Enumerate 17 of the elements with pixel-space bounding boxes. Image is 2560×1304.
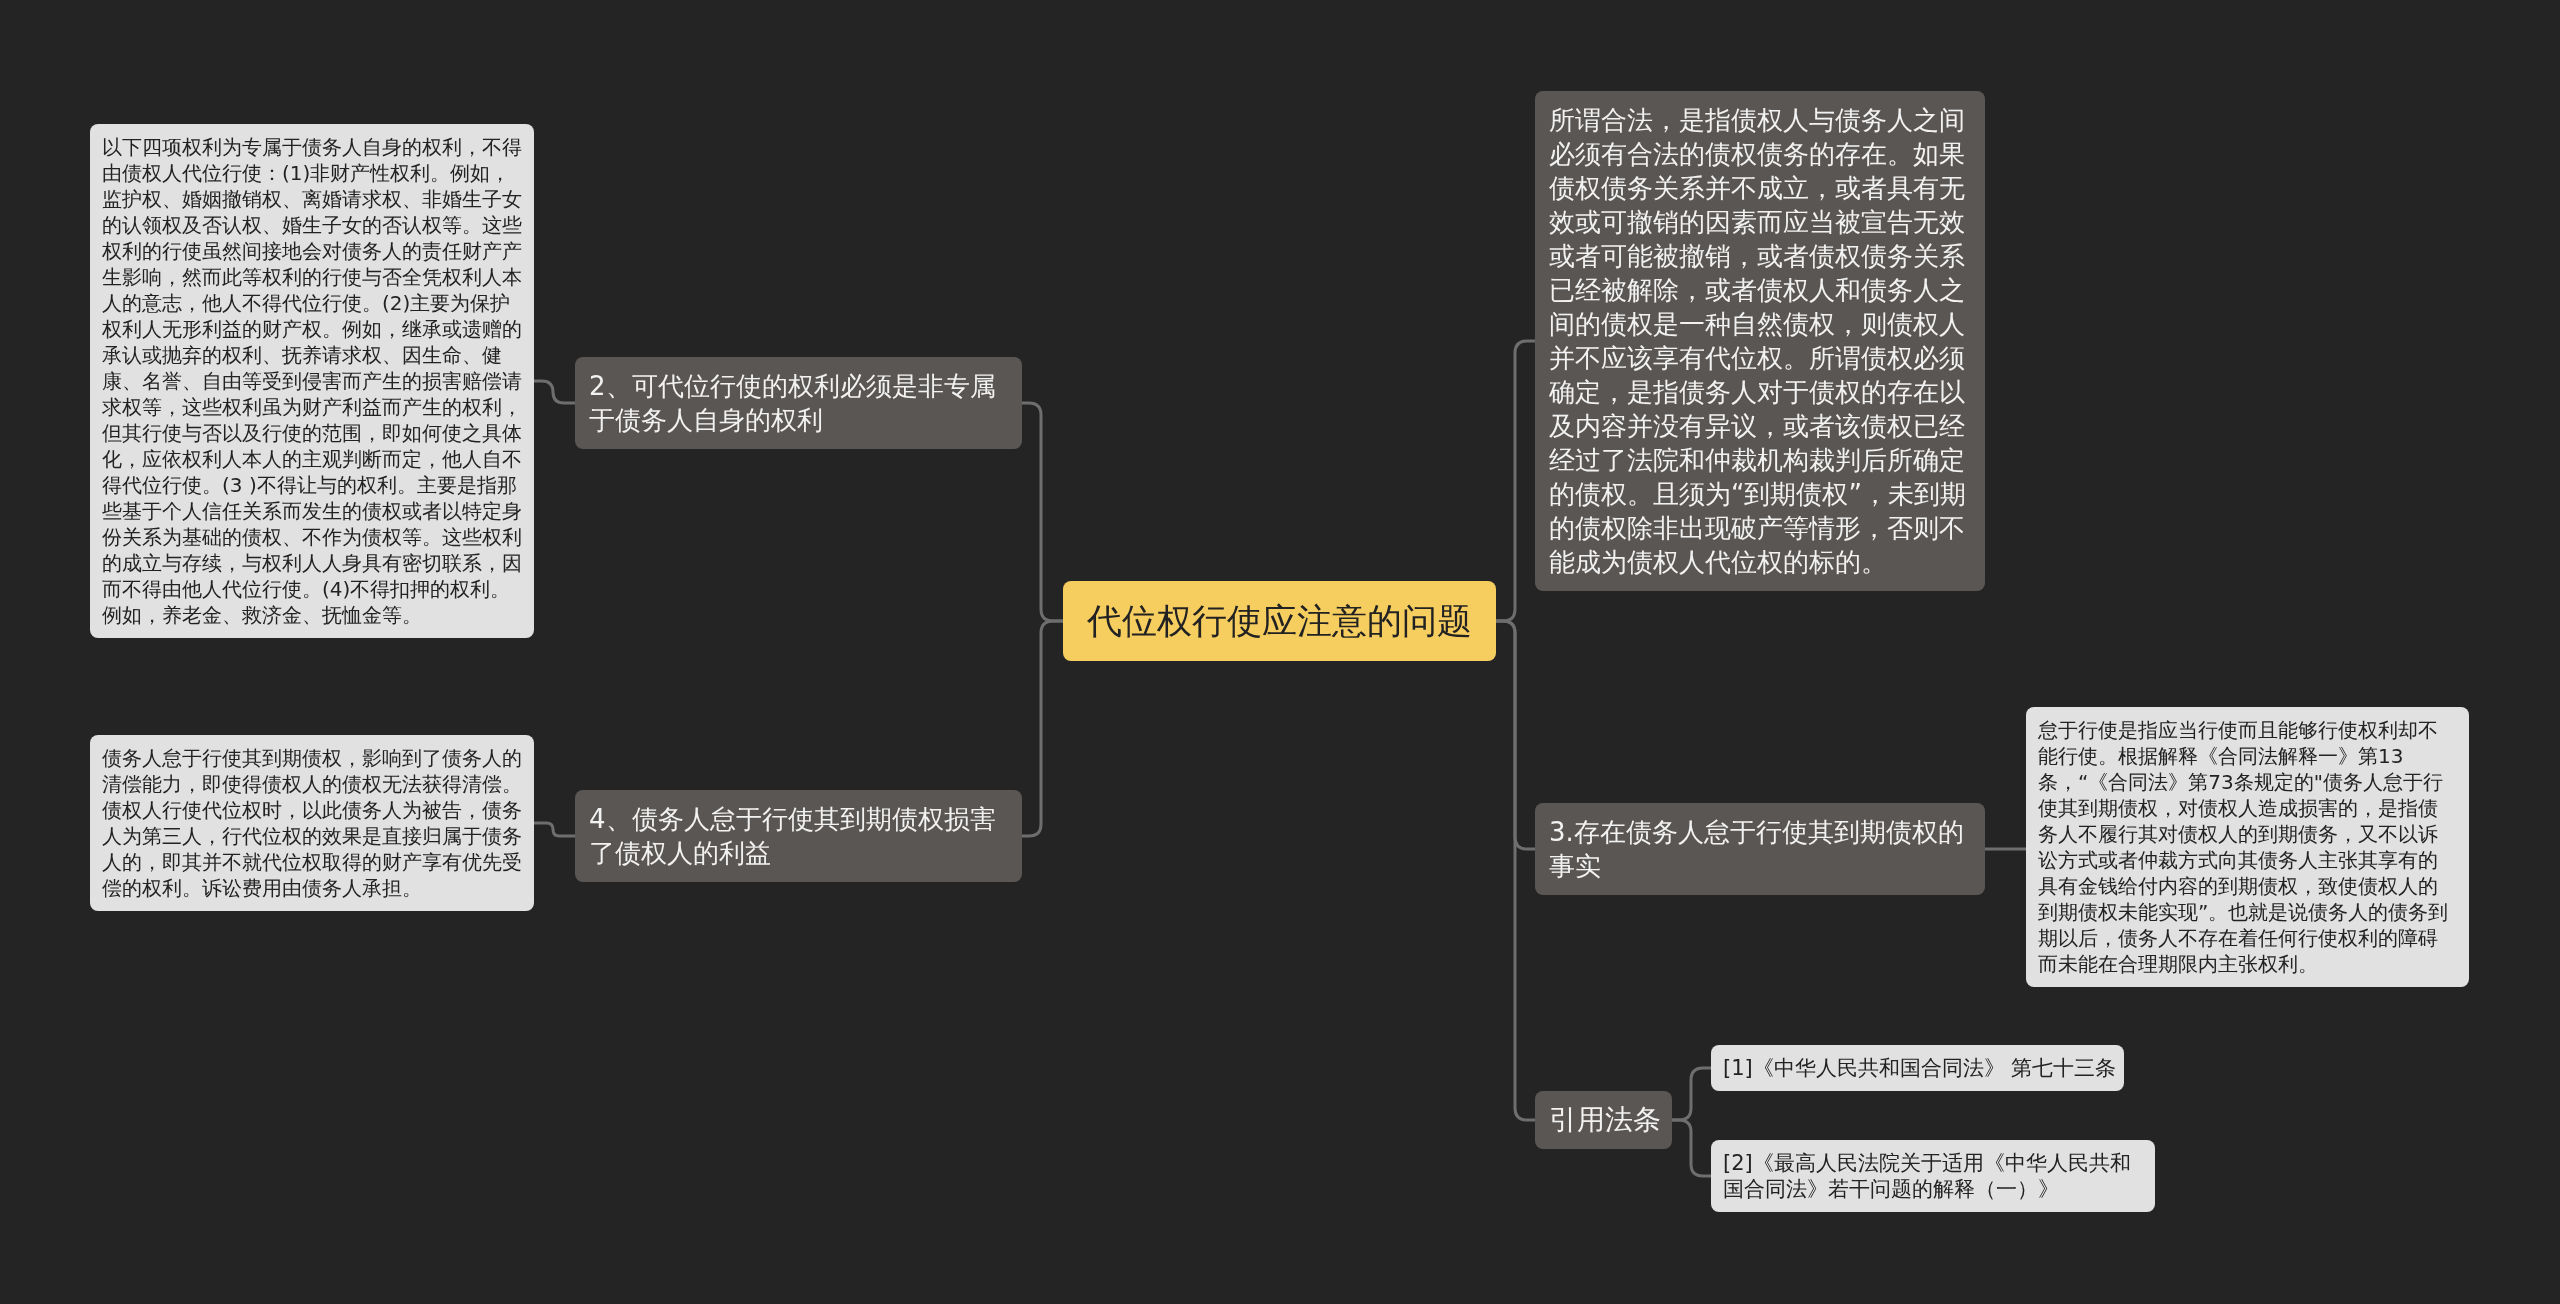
note-box: 怠于行使是指应当行使而且能够行使权利却不能行使。根据解释《合同法解释一》第13条，“《合同法》第73条规定的"债务人怠于行使其到期债权，对债权人造成损害的，是指债务人不履行其对债权人的到期债务，又不以诉讼方式或者仲裁方式向其债务人主张其享有的具有金钱给付内容的到期债权，致使债权人的到期债权未能实现”。也就是说债务人的债务到期以后，债务人不存在着任何行使权利的障碍而未能在合理期限内主张权利。 <box>2026 707 2469 987</box>
branch-box: 4、债务人怠于行使其到期债权损害了债权人的利益 <box>575 790 1022 882</box>
connector-line <box>534 379 575 405</box>
note-box: 以下四项权利为专属于债务人自身的权利，不得由债权人代位行使：(1)非财产性权利。例如，监护权、婚姻撤销权、离婚请求权、非婚生子女的认领权及否认权、婚生子女的否认权等。这些权利的行使虽然间接地会对债务人的责任财产产生影响，然而此等权利的行使与否全凭权利人本人的意志，他人不得代位行使。(2)主要为保护权利人无形利益的财产权。例如，继承或遗赠的承认或抛弃的权利、抚养请求权、因生命、健康、名誉、自由等受到侵害而产生的损害赔偿请求权等，这些权利虽为财产利益而产生的权利，但其行使与否以及行使的范围，即如何使之具体化，应依权利人本人的主观判断而定，他人自不得代位行使。(3 )不得让与的权利。主要是指那些基于个人信任关系而发生的债权或者以特定身份关系为基础的债权、不作为债权等。这些权利的成立与存续，与权利人人身具有密切联系，因而不得由他人代位行使。(4)不得扣押的权利。例如，养老金、救济金、抚恤金等。 <box>90 124 534 638</box>
connector-line <box>1672 1118 1711 1178</box>
connector-line <box>1496 619 1535 1122</box>
note-box: 债务人怠于行使其到期债权，影响到了债务人的清偿能力，即使得债权人的债权无法获得清偿。债权人行使代位权时，以此债务人为被告，债务人为第三人，行代位权的效果是直接归属于债务人的，即其并不就代位权取得的财产享有优先受偿的权利。诉讼费用由债务人承担。 <box>90 735 534 911</box>
branch-box: 所谓合法，是指债权人与债务人之间必须有合法的债权债务的存在。如果债权债务关系并不成立，或者具有无效或可撤销的因素而应当被宣告无效或者可能被撤销，或者债权债务关系已经被解除，或者债权人和债务人之间的债权是一种自然债权，则债权人并不应该享有代位权。所谓债权必须确定，是指债务人对于债权的存在以及内容并没有异议，或者该债权已经经过了法院和仲裁机构裁判后所确定的债权。且须为“到期债权”，未到期的债权除非出现破产等情形，否则不能成为债权人代位权的标的。 <box>1535 91 1985 591</box>
connector-line <box>1985 847 2026 851</box>
connector-line <box>1022 619 1063 838</box>
connector-line <box>534 821 575 838</box>
note-box: [2]《最高人民法院关于适用《中华人民共和国合同法》若干问题的解释（一）》 <box>1711 1140 2155 1212</box>
branch-box: 引用法条 <box>1535 1091 1672 1149</box>
topic-box: 代位权行使应注意的问题 <box>1063 581 1496 661</box>
branch-box: 2、可代位行使的权利必须是非专属于债务人自身的权利 <box>575 357 1022 449</box>
branch-box: 3.存在债务人怠于行使其到期债权的事实 <box>1535 803 1985 895</box>
note-box: [1]《中华人民共和国合同法》 第七十三条 <box>1711 1045 2124 1091</box>
